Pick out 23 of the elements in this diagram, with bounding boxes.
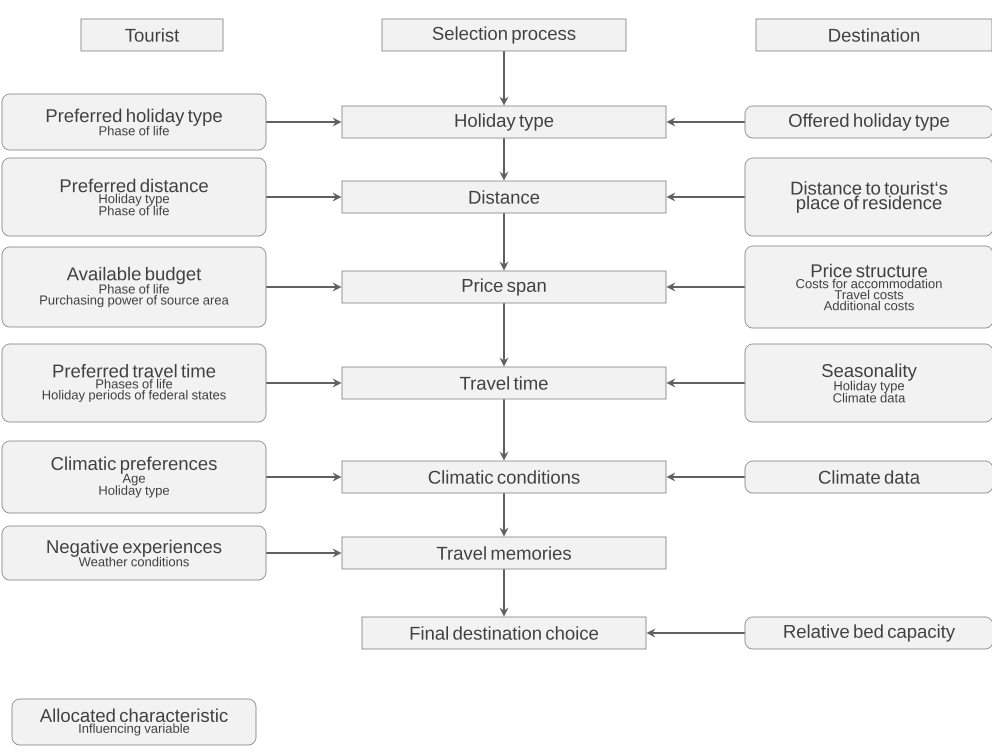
- characteristic-box: Preferred distance Holiday type Phase of life: [2, 158, 266, 236]
- process-box: Travel memories: [342, 536, 666, 570]
- characteristic-box: Offered holiday type: [744, 106, 992, 138]
- process-box: Final destination choice: [362, 616, 646, 650]
- characteristic-box: Negative experiences Weather conditions: [2, 526, 266, 580]
- characteristic-box: Relative bed capacity: [744, 616, 992, 650]
- process-box: Holiday type: [342, 106, 666, 138]
- characteristic-box: Climatic preferences Age Holiday type: [2, 440, 266, 514]
- header-box: Tourist: [80, 18, 224, 52]
- characteristic-box: Price structure Costs for accommodation Travel costs Additional costs: [744, 246, 992, 328]
- characteristic-box: Preferred holiday type Phase of life: [2, 94, 266, 150]
- characteristic-box: Preferred travel time Phases of life Holiday periods of federal states: [2, 344, 266, 422]
- characteristic-box: Seasonality Holiday type Climate data: [744, 344, 992, 422]
- process-box: Climatic conditions: [342, 460, 666, 494]
- process-box: Distance: [342, 180, 666, 214]
- legend-box: Allocated characteristic Influencing variable: [12, 698, 256, 746]
- characteristic-box: Available budget Phase of life Purchasing power of source area: [2, 246, 266, 328]
- process-box: Price span: [342, 270, 666, 304]
- header-box: Destination: [756, 18, 992, 52]
- process-box: Travel time: [342, 366, 666, 400]
- characteristic-box: Climate data: [744, 460, 992, 494]
- header-box: Selection process: [382, 18, 626, 52]
- characteristic-box: Distance to tourist‘s place of residence: [744, 158, 992, 236]
